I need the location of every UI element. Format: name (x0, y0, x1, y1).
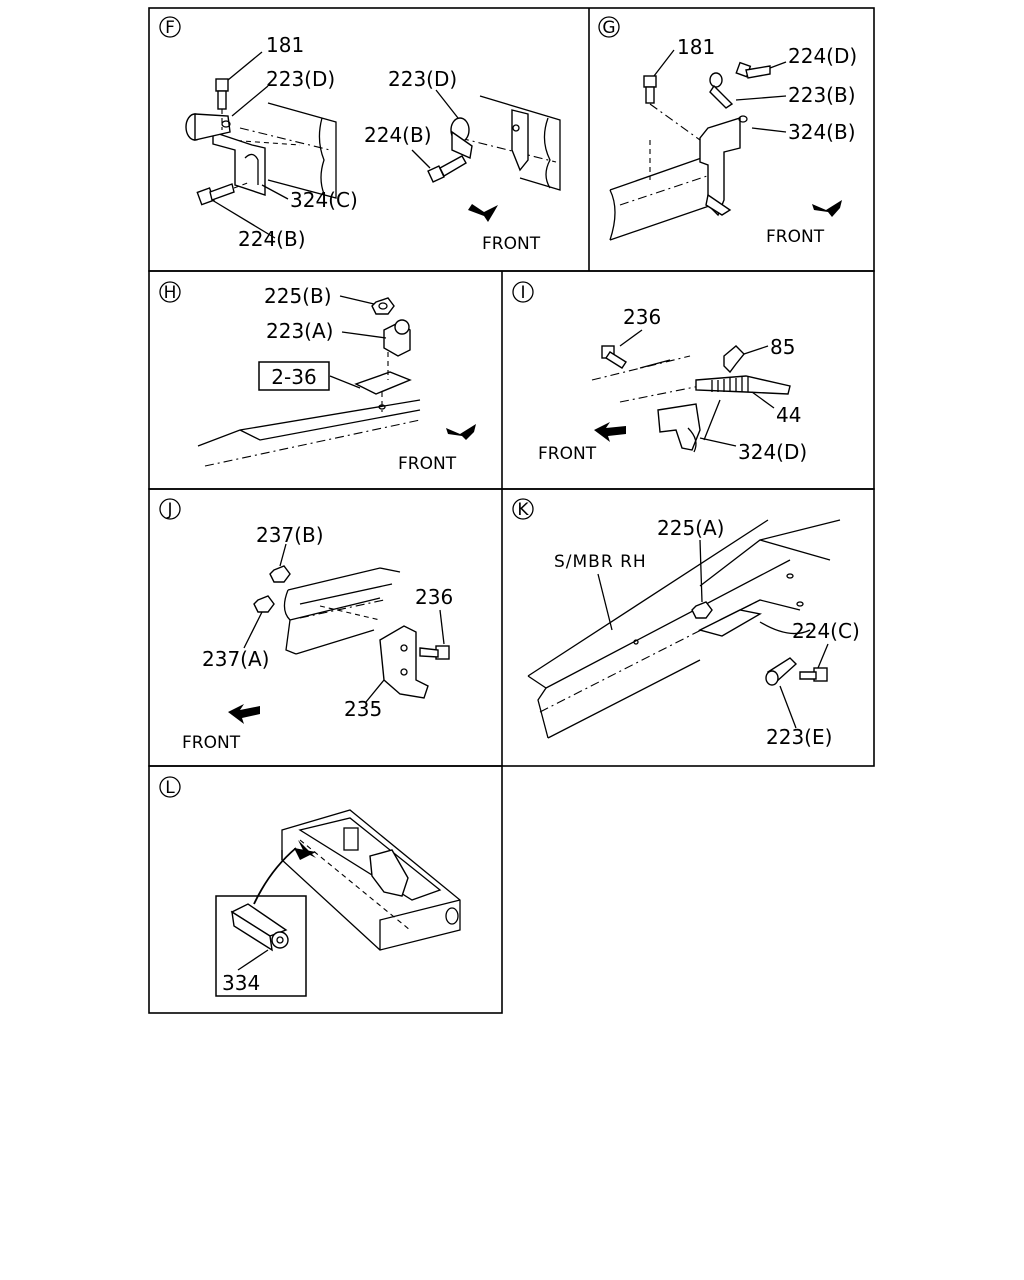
front-arrow-h: FRONT (398, 424, 476, 474)
svg-text:F: F (165, 18, 175, 38)
frame-rail-g (609, 140, 713, 241)
frame-line-i (591, 355, 701, 403)
bracket-324b (699, 115, 748, 217)
svg-text:FRONT: FRONT (766, 227, 825, 247)
callout-181-f: 181 (266, 33, 304, 57)
detail-box-334: 334 (215, 895, 307, 997)
panel-f-marker: F (159, 16, 181, 38)
callout-236-j: 236 (415, 585, 453, 609)
nut-225a (691, 601, 713, 619)
front-arrow-g: FRONT (766, 200, 842, 247)
svg-text:FRONT: FRONT (538, 444, 597, 464)
panel-k: K 225(A) (512, 498, 860, 749)
bolt-224d (735, 61, 771, 79)
clip-223b (709, 72, 734, 109)
front-arrow-i: FRONT (538, 422, 626, 464)
callout-181-g: 181 (677, 35, 715, 59)
svg-text:L: L (165, 778, 175, 798)
panel-g: G 181 224(D) 22 (598, 16, 857, 247)
spacer-334 (230, 903, 289, 952)
callout-334: 334 (222, 971, 260, 995)
svg-text:G: G (602, 18, 615, 38)
bolt-224c (799, 667, 828, 682)
svg-text:FRONT: FRONT (398, 454, 457, 474)
bolt-181-f (215, 78, 229, 130)
callout-smbr-rh: S/MBR RH (554, 552, 647, 572)
callout-224b-f-lower: 224(B) (238, 227, 306, 251)
side-member-rh (527, 519, 841, 739)
svg-text:K: K (517, 500, 529, 520)
callout-237a: 237(A) (202, 647, 269, 671)
clip-223d-left (185, 113, 231, 141)
callout-237b: 237(B) (256, 523, 324, 547)
panel-g-marker: G (598, 16, 620, 38)
callout-324b: 324(B) (788, 120, 856, 144)
hose-44 (695, 375, 791, 395)
panel-j: J 237(B) 236 237(A) 235 (159, 498, 453, 753)
panel-h: H 225(B) 223(A) 2-36 (159, 281, 476, 474)
ref-box-2-36: 2-36 (258, 361, 330, 391)
front-arrow-f: FRONT (468, 204, 541, 254)
panel-l-marker: L (159, 776, 181, 798)
clip-223d-right (450, 117, 473, 160)
frame-assembly-l (281, 809, 461, 951)
callout-223a: 223(A) (266, 319, 333, 343)
bolt-224b-f-lower (196, 181, 251, 206)
nut-225b (371, 297, 395, 315)
bolt-224b-f-right (427, 155, 467, 183)
callout-223e: 223(E) (766, 725, 832, 749)
callout-324d: 324(D) (738, 440, 807, 464)
callout-224d: 224(D) (788, 44, 857, 68)
svg-text:I: I (520, 283, 525, 303)
arrow-to-detail-l (253, 840, 316, 905)
clip-223a (383, 319, 411, 380)
svg-text:J: J (166, 500, 172, 520)
panel-i: I 236 85 44 324(D) (512, 281, 807, 464)
callout-224c: 224(C) (792, 619, 860, 643)
bolt-236-i (601, 345, 627, 369)
bracket-235 (379, 625, 429, 699)
callout-324c: 324(C) (290, 188, 358, 212)
panel-h-marker: H (159, 281, 181, 303)
bracket-2-36 (354, 371, 412, 412)
callout-236-i: 236 (623, 305, 661, 329)
frame-rail-h (197, 399, 421, 467)
front-arrow-j: FRONT (182, 704, 260, 753)
svg-text:2-36: 2-36 (271, 365, 316, 389)
frame-rail-j (283, 567, 401, 655)
svg-text:FRONT: FRONT (182, 733, 241, 753)
panel-f: F (159, 16, 561, 254)
svg-text:H: H (164, 283, 177, 303)
callout-223d-f-right: 223(D) (388, 67, 457, 91)
callout-85: 85 (770, 335, 795, 359)
panel-j-marker: J (159, 498, 181, 520)
callout-225b: 225(B) (264, 284, 332, 308)
callout-223b: 223(B) (788, 83, 856, 107)
clip-85 (723, 345, 745, 374)
callout-235: 235 (344, 697, 382, 721)
callout-223d-f-left: 223(D) (266, 67, 335, 91)
panel-l: L 334 (159, 776, 461, 997)
svg-text:FRONT: FRONT (482, 234, 541, 254)
panel-k-marker: K (512, 498, 534, 520)
nut-237a (253, 595, 275, 613)
bracket-324c (212, 131, 266, 196)
clip-223e (765, 657, 798, 686)
frame-rail-f-right (459, 95, 561, 191)
panel-grid (148, 7, 875, 1014)
callout-224b-f-right: 224(B) (364, 123, 432, 147)
callout-225a: 225(A) (657, 516, 724, 540)
nut-237b (269, 565, 291, 583)
bolt-181-g (643, 75, 701, 141)
callout-44: 44 (776, 403, 801, 427)
panel-i-marker: I (512, 281, 534, 303)
bracket-324d (657, 403, 701, 453)
bolt-236-j (419, 645, 450, 660)
